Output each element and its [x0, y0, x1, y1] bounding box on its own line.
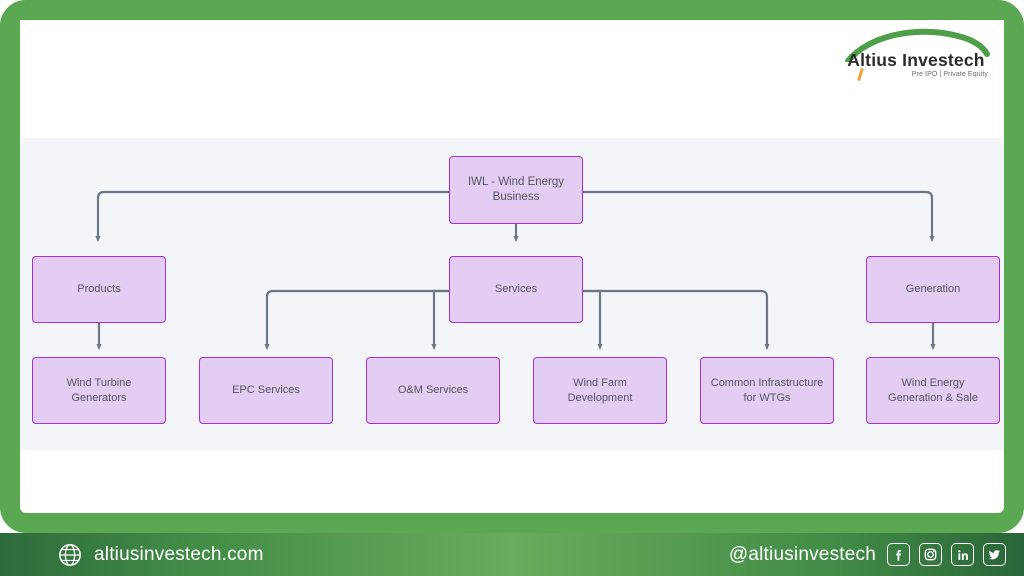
node-label: Generation: [905, 283, 961, 295]
logo-wordmark: Altius Investech: [847, 50, 985, 70]
slide-header: Altius Investech Pre IPO | Private Equit…: [20, 20, 1004, 138]
altius-investech-logo: Altius Investech Pre IPO | Private Equit…: [842, 28, 990, 88]
twitter-icon[interactable]: [983, 543, 1006, 566]
node-label: Common Infrastructure for WTGs: [710, 376, 824, 404]
edge-services-to-wind-farm: [583, 289, 603, 351]
node-label: Wind Farm Development: [567, 376, 633, 404]
node-services[interactable]: Services: [449, 256, 583, 323]
instagram-icon[interactable]: [919, 543, 942, 566]
diagram-panel: IWL - Wind Energy Business Products Serv…: [20, 138, 1004, 450]
node-products[interactable]: Products: [32, 256, 166, 323]
node-label: Wind Turbine Generators: [66, 376, 132, 404]
logo-tagline: Pre IPO | Private Equity: [911, 71, 988, 78]
edge-services-to-common-infra: [583, 289, 770, 351]
connector-layer: [95, 190, 936, 351]
linkedin-icon[interactable]: [951, 543, 974, 566]
globe-icon: [59, 543, 81, 566]
node-label: Products: [77, 283, 121, 295]
node-om-services[interactable]: O&M Services: [366, 357, 500, 424]
footer-website-group[interactable]: altiusinvestech.com: [58, 543, 264, 567]
edge-services-to-epc: [264, 289, 449, 351]
node-wind-turbine-generators[interactable]: Wind Turbine Generators: [32, 357, 166, 424]
edge-root-to-generation: [583, 190, 935, 243]
footer-bar: altiusinvestech.com @altiusinvestech: [0, 533, 1024, 576]
node-epc-services[interactable]: EPC Services: [199, 357, 333, 424]
node-label: IWL - Wind Energy Business: [467, 176, 565, 203]
node-label: Wind Energy Generation & Sale: [888, 376, 978, 404]
node-wind-energy-generation-and-sale[interactable]: Wind Energy Generation & Sale: [866, 357, 1000, 424]
node-generation[interactable]: Generation: [866, 256, 1000, 323]
node-iwl-wind-energy-business[interactable]: IWL - Wind Energy Business: [449, 156, 583, 224]
footer-handle-label: @altiusinvestech: [728, 543, 876, 565]
footer-social-group: @altiusinvestech: [729, 543, 1006, 566]
node-common-infrastructure-for-wtgs[interactable]: Common Infrastructure for WTGs: [700, 357, 834, 424]
facebook-icon[interactable]: [887, 543, 910, 566]
node-label: Services: [494, 283, 538, 295]
logo-swoosh-icon: [845, 28, 990, 62]
edge-root-to-products: [95, 190, 449, 243]
node-wind-farm-development[interactable]: Wind Farm Development: [533, 357, 667, 424]
footer-website-label: altiusinvestech.com: [94, 543, 264, 565]
node-label: EPC Services: [232, 384, 300, 396]
node-label: O&M Services: [397, 384, 469, 396]
edge-services-to-om: [431, 289, 449, 351]
